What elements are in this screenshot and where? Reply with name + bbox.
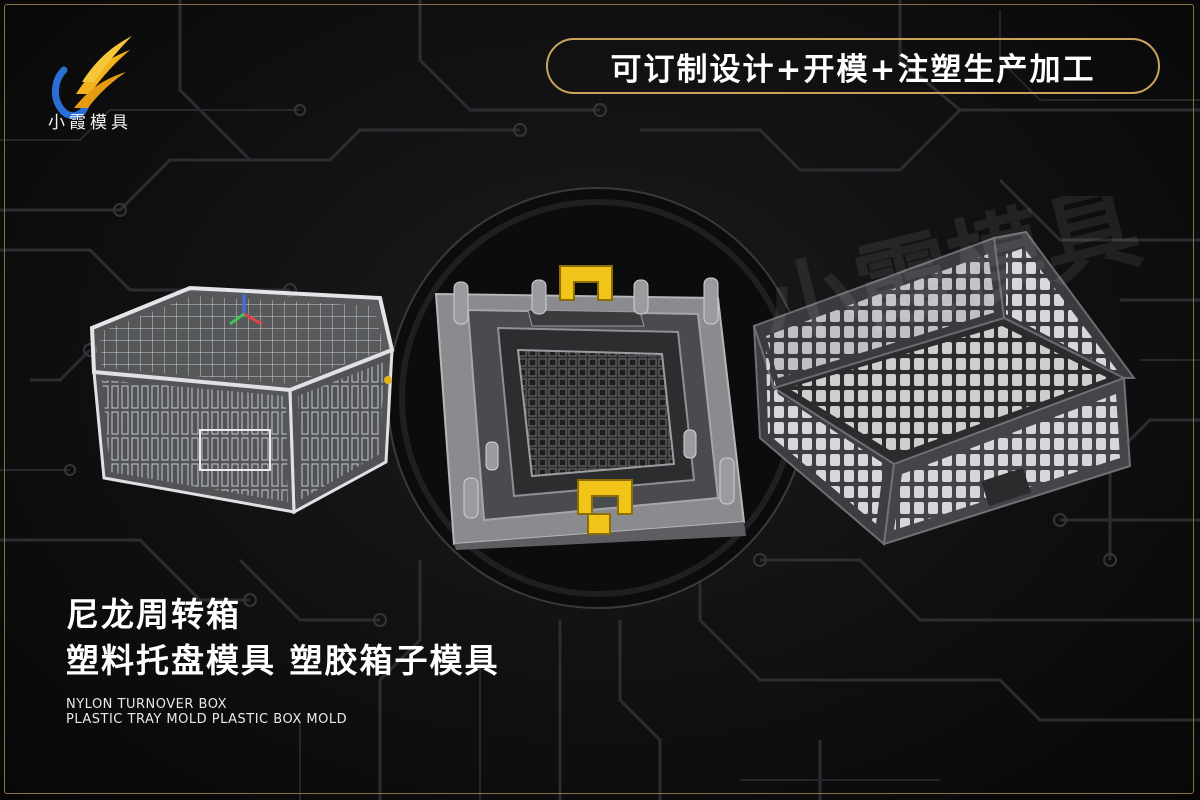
service-banner: 可订制设计+开模+注塑生产加工	[546, 38, 1160, 94]
headline-line-2: 塑料托盘模具 塑胶箱子模具	[66, 641, 500, 680]
transparent-crate-image	[89, 285, 395, 515]
brand-name: 小霞模具	[48, 113, 132, 133]
svg-text:小霞模具: 小霞模具	[751, 196, 1151, 336]
subtitle-line-1: NYLON TURNOVER BOX	[66, 697, 228, 712]
headline-line-1: 尼龙周转箱	[66, 595, 241, 634]
xiaoxia-logo-icon	[52, 36, 132, 120]
injection-mold-image	[434, 265, 746, 550]
ventilated-crate-image	[752, 230, 1136, 546]
subtitle-line-2: PLASTIC TRAY MOLD PLASTIC BOX MOLD	[66, 712, 348, 727]
gold-frame	[4, 4, 1194, 794]
banner-text: 可订制设计+开模+注塑生产加工	[610, 51, 1096, 88]
brand-watermark: 小霞模具	[751, 196, 1151, 336]
